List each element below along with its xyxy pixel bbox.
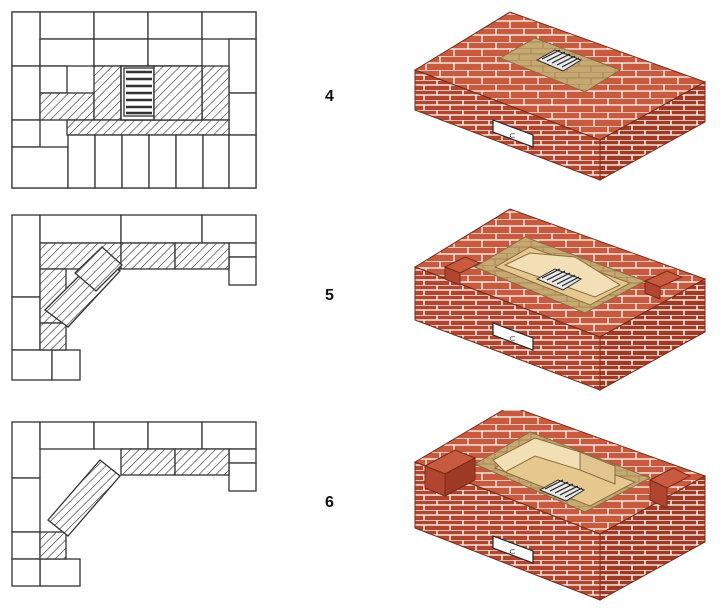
- layer-6-plan: [11, 421, 257, 587]
- ash-door-icon: ⊂: [492, 322, 534, 351]
- grate-icon: [535, 49, 583, 72]
- layer-row-6: 6 ⊂: [0, 410, 720, 610]
- ash-door-icon: ⊂: [492, 535, 534, 564]
- layer-4-plan: [11, 11, 257, 189]
- layer-row-4: 4 ⊂: [0, 0, 720, 200]
- ash-door-icon: ⊂: [492, 119, 534, 148]
- layer-number-label: 5: [325, 287, 334, 304]
- layer-row-5: 5 ⊂: [0, 205, 720, 405]
- grate-icon: [120, 65, 155, 121]
- grate-icon: [538, 479, 586, 502]
- layer-6-isometric: ⊂: [413, 410, 707, 601]
- layer-5-isometric: ⊂: [413, 208, 707, 391]
- layer-number-label: 6: [325, 494, 334, 511]
- svg-text:⊂: ⊂: [509, 334, 516, 343]
- svg-text:⊂: ⊂: [509, 547, 516, 556]
- layer-4-isometric: ⊂: [413, 11, 707, 181]
- layer-5-plan: [11, 214, 257, 381]
- grate-icon: [535, 268, 583, 291]
- svg-text:⊂: ⊂: [509, 131, 516, 140]
- layer-number-label: 4: [325, 88, 334, 105]
